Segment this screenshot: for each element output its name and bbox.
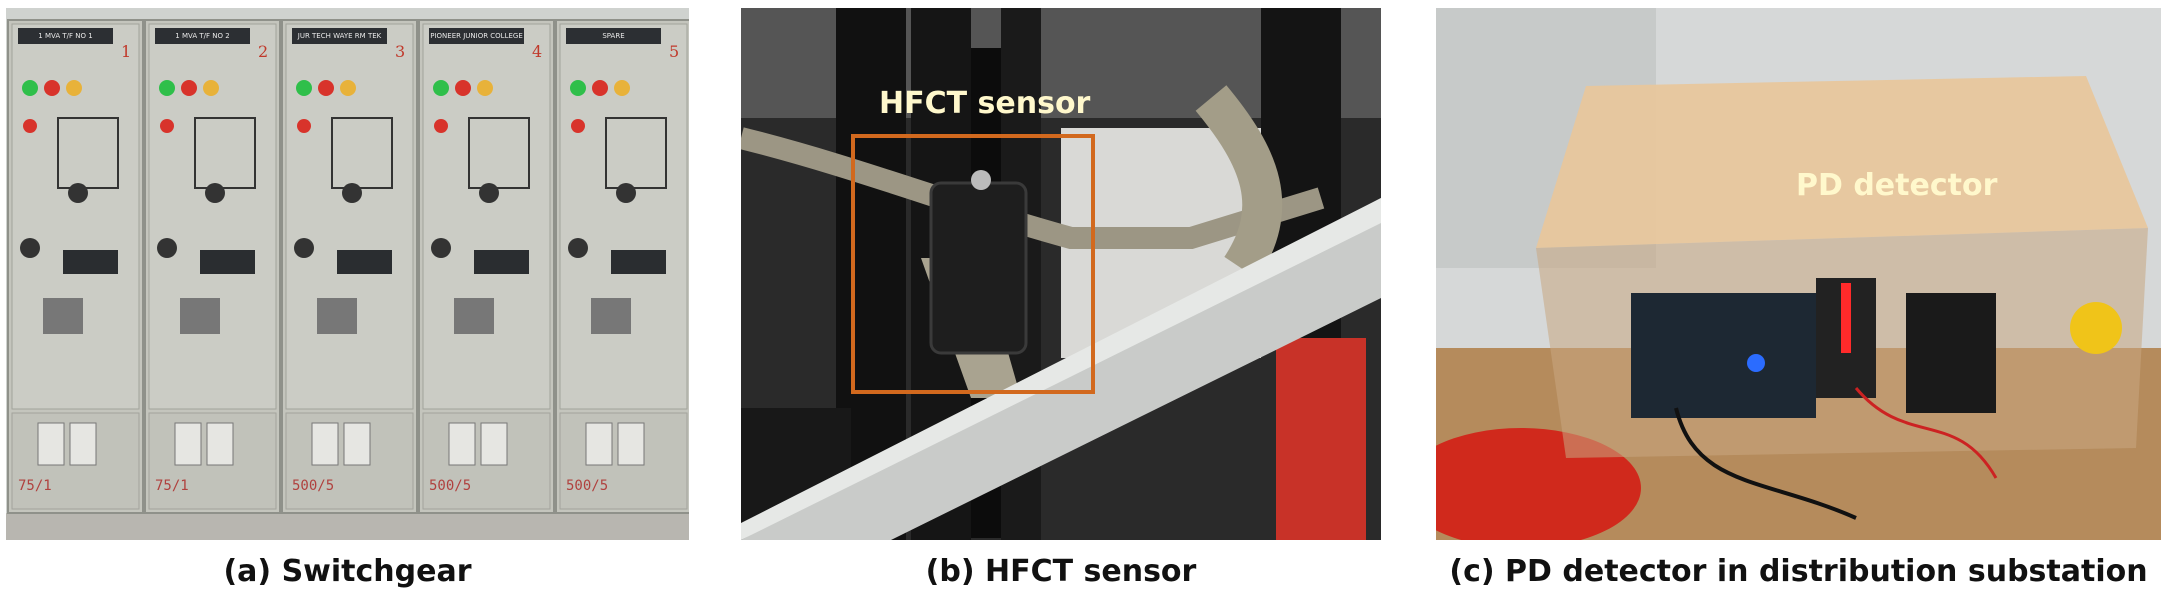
caption-switchgear: (a) Switchgear	[223, 554, 472, 589]
cabinet-rating: 500/5	[566, 478, 609, 494]
cabinet-number: 4	[532, 42, 543, 61]
cabinet-number: 1	[121, 42, 132, 61]
pd-detector-label: PD detector	[1796, 168, 1998, 203]
cabinet-rating: 75/1	[155, 478, 189, 494]
switchgear-photo: 1 MVA T/F NO 1 1 75/1 1 MVA T/F NO 2 2 75/1 JU…	[6, 8, 689, 540]
caption-pd-detector: (c) PD detector in distribution substati…	[1449, 554, 2148, 589]
cabinet-rating: 500/5	[292, 478, 335, 494]
caption-hfct-sensor: (b) HFCT sensor	[925, 554, 1197, 589]
cabinet-title: 1 MVA T/F NO 2	[175, 32, 230, 40]
cabinet-number: 3	[395, 42, 406, 61]
pd-detector-photo: PD detector	[1436, 8, 2161, 540]
cabinet-title: JUR TECH WAYE RM TEK	[297, 32, 382, 40]
hfct-sensor-photo: HFCT sensor	[741, 8, 1381, 540]
cabinet-rating: 75/1	[18, 478, 52, 494]
cabinet-number: 2	[258, 42, 269, 61]
hfct-sensor-label: HFCT sensor	[879, 86, 1091, 121]
cabinet-title: 1 MVA T/F NO 1	[38, 32, 93, 40]
cabinet-rating: 500/5	[429, 478, 472, 494]
cabinet-title: SPARE	[602, 32, 625, 40]
cabinet-title: PIONEER JUNIOR COLLEGE	[430, 32, 523, 40]
cabinet-number: 5	[669, 42, 680, 61]
